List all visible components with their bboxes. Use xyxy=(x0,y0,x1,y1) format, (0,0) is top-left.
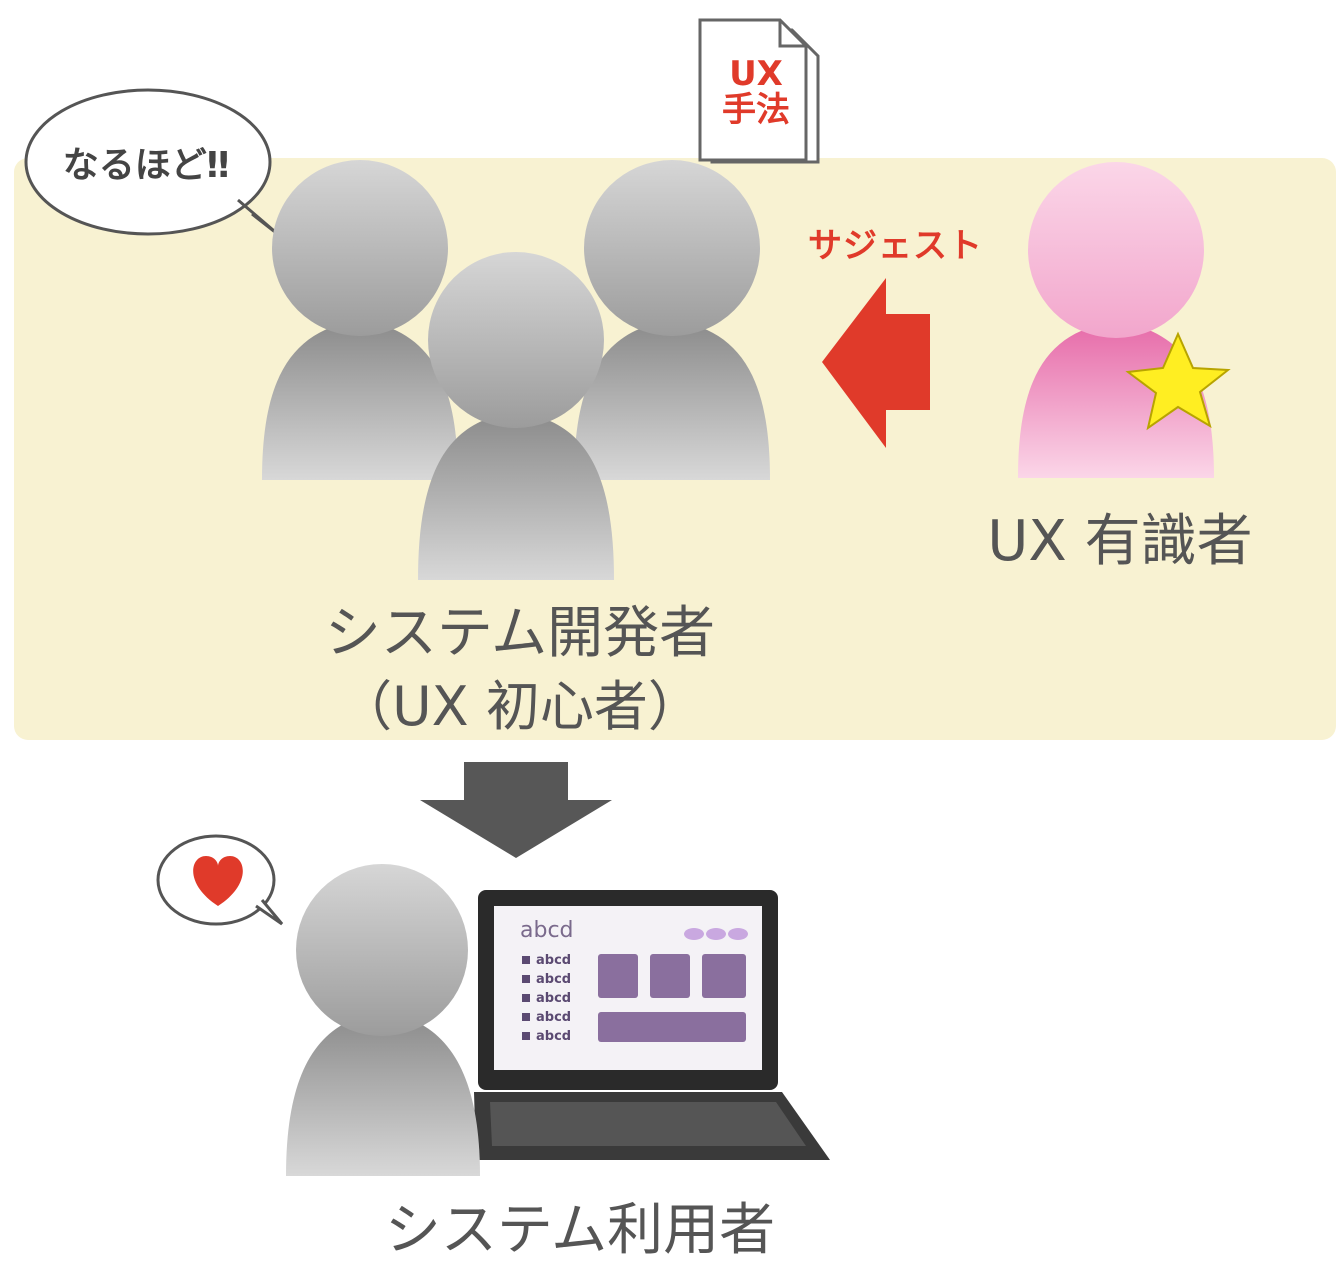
screen-menu-item: abcd xyxy=(536,991,572,1006)
screen-menu-item: abcd xyxy=(536,953,572,968)
down-arrow-icon xyxy=(420,762,612,858)
speech-bubble xyxy=(24,88,281,238)
developer-label: システム開発者 xyxy=(324,601,716,666)
screen-title: abcd xyxy=(520,918,574,943)
laptop-icon xyxy=(474,890,830,1160)
document-label: UX 手法 xyxy=(708,56,804,128)
screen-menu-item: abcd xyxy=(536,1010,572,1025)
developer-person-center-icon xyxy=(418,252,614,580)
speech-bubble-text: なるほど‼ xyxy=(62,145,230,186)
developer-sublabel: （UX 初心者） xyxy=(338,675,702,738)
star-icon xyxy=(1125,331,1231,431)
ux-expert-person-icon xyxy=(1018,162,1214,478)
document-icon xyxy=(698,18,820,164)
system-user-label: システム利用者 xyxy=(384,1198,776,1263)
document-label-line2: 手法 xyxy=(722,90,790,130)
developer-person-left-icon xyxy=(262,160,458,480)
ux-expert-label: UX 有識者 xyxy=(987,509,1253,574)
heart-icon xyxy=(193,856,243,906)
developer-person-right-icon xyxy=(574,160,770,480)
screen-menu-item: abcd xyxy=(536,1029,572,1044)
system-user-person-icon xyxy=(286,864,480,1176)
suggest-label: サジェスト xyxy=(808,226,983,266)
document-label-line1: UX xyxy=(729,54,783,94)
screen-menu-item: abcd xyxy=(536,972,572,987)
suggest-arrow-icon xyxy=(822,278,930,448)
